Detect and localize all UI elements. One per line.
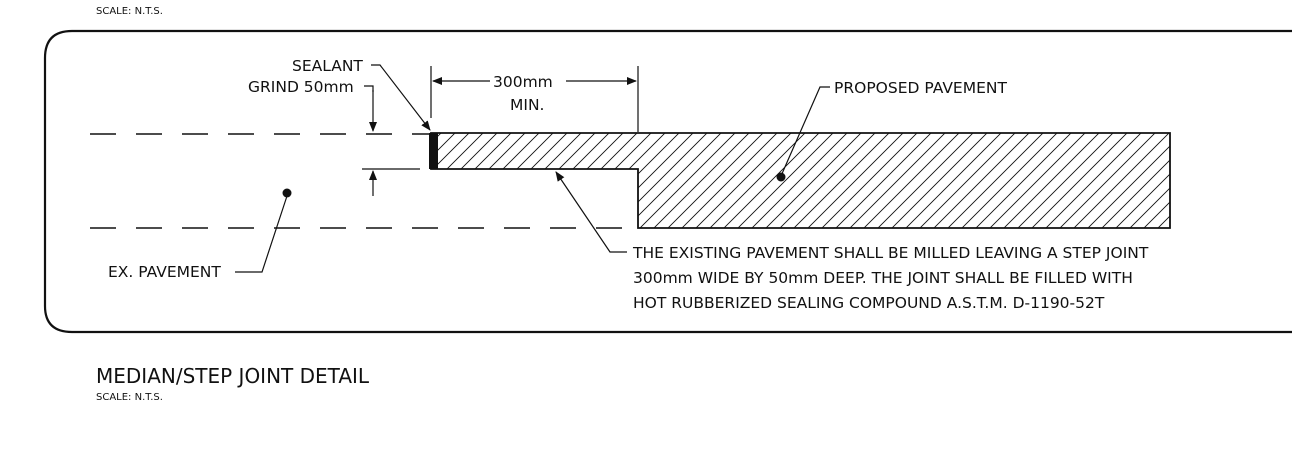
note-line-2: 300mm WIDE BY 50mm DEEP. THE JOINT SHALL… bbox=[633, 269, 1133, 287]
proposed-leader bbox=[780, 86, 830, 177]
detail-frame bbox=[43, 29, 1292, 334]
sealant-strip bbox=[429, 133, 438, 169]
dimension-min-label: MIN. bbox=[510, 96, 544, 114]
proposed-leader-dot bbox=[776, 172, 786, 182]
existing-leader-dot bbox=[282, 188, 292, 198]
note-line-3: HOT RUBBERIZED SEALING COMPOUND A.S.T.M.… bbox=[633, 294, 1105, 312]
sealant-label: SEALANT bbox=[292, 57, 363, 75]
dimension-width-label: 300mm bbox=[493, 73, 553, 91]
grind-label: GRIND 50mm bbox=[248, 78, 354, 96]
existing-pavement-label: EX. PAVEMENT bbox=[108, 263, 221, 281]
existing-leader bbox=[235, 195, 288, 273]
detail-title: MEDIAN/STEP JOINT DETAIL bbox=[96, 364, 370, 388]
proposed-pavement-hatch bbox=[430, 132, 1171, 229]
detail-scale-label: SCALE: N.T.S. bbox=[96, 392, 163, 403]
note-line-1: THE EXISTING PAVEMENT SHALL BE MILLED LE… bbox=[632, 244, 1149, 262]
proposed-pavement-label: PROPOSED PAVEMENT bbox=[834, 79, 1007, 97]
top-scale-label: SCALE: N.T.S. bbox=[96, 6, 163, 17]
sealant-leader bbox=[371, 64, 431, 131]
note-leader bbox=[555, 171, 627, 253]
grind-leader bbox=[364, 85, 374, 92]
